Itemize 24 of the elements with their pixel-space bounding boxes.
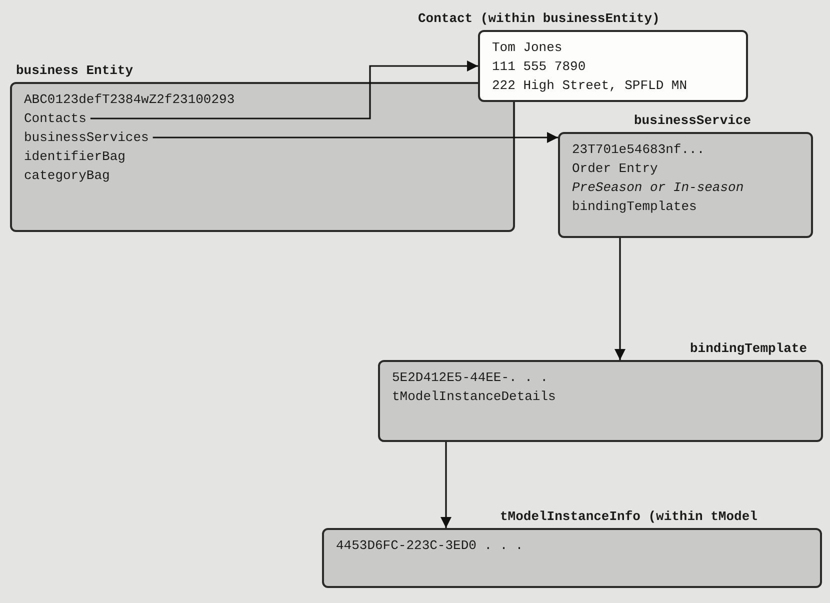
- entry-text: categoryBag: [24, 168, 111, 183]
- entry-text: 4453D6FC-223C-3ED0 . . .: [336, 538, 524, 553]
- entry-text: ABC0123defT2384wZ2f23100293: [24, 92, 236, 107]
- arrow: [440, 442, 452, 528]
- arrow: [90, 60, 478, 120]
- arrow: [614, 238, 626, 360]
- entry-text: PreSeason or In-season: [572, 180, 745, 195]
- entry-text: bindingTemplates: [572, 199, 698, 214]
- entry-text: 222 High Street, SPFLD MN: [492, 78, 688, 93]
- card-heading: tModelInstanceInfo (within tModel: [500, 509, 758, 524]
- entry-text: Order Entry: [572, 161, 659, 176]
- entry-text: tModelInstanceDetails: [392, 389, 557, 404]
- card-heading: bindingTemplate: [690, 341, 808, 356]
- entry-text: 5E2D412E5-44EE-. . .: [392, 370, 550, 385]
- entry-text: Tom Jones: [492, 40, 564, 55]
- entry-text: 23T701e54683nf...: [572, 142, 706, 157]
- field-name: businessServices: [24, 130, 149, 145]
- arrow: [152, 132, 558, 144]
- card-heading: business Entity: [16, 63, 134, 78]
- card-heading: businessService: [634, 113, 752, 128]
- entry-text: 111 555 7890: [492, 59, 587, 74]
- card-heading: Contact (within businessEntity): [418, 11, 660, 26]
- field-name: Contacts: [24, 111, 86, 126]
- entry-text: identifierBag: [24, 149, 126, 164]
